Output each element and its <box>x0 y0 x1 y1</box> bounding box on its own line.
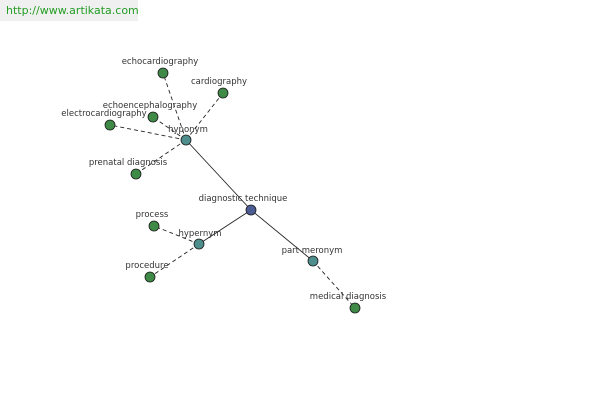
edge-hypernym-process <box>153 225 200 245</box>
label-process[interactable]: process <box>136 210 169 220</box>
label-diagnostic-technique[interactable]: diagnostic technique <box>199 194 288 204</box>
label-cardiography[interactable]: cardiography <box>191 77 247 87</box>
node-echocardiography[interactable] <box>157 67 169 79</box>
edge-center-part-meronym <box>250 209 314 262</box>
label-medical-diagnosis[interactable]: medical diagnosis <box>310 292 387 302</box>
node-hypernym[interactable] <box>193 238 205 250</box>
source-url-label[interactable]: http://www.artikata.com <box>0 0 139 21</box>
label-hyponym[interactable]: hyponym <box>168 125 208 135</box>
node-part-meronym[interactable] <box>307 255 319 267</box>
edge-part-meronym-medical-diagnosis <box>312 260 356 309</box>
label-prenatal-diagnosis[interactable]: prenatal diagnosis <box>89 158 168 168</box>
node-prenatal-diagnosis[interactable] <box>130 168 142 180</box>
graph-nodes <box>104 67 361 314</box>
label-echoencephalography[interactable]: echoencephalography <box>103 101 197 111</box>
edge-hyponym-electrocardiography <box>109 124 187 141</box>
node-cardiography[interactable] <box>217 87 229 99</box>
node-process[interactable] <box>148 220 160 232</box>
node-medical-diagnosis[interactable] <box>349 302 361 314</box>
label-hypernym[interactable]: hypernym <box>178 229 221 239</box>
node-electrocardiography[interactable] <box>104 119 116 131</box>
graph-edges <box>109 72 356 309</box>
label-procedure[interactable]: procedure <box>125 261 168 271</box>
label-echocardiography[interactable]: echocardiography <box>122 57 199 67</box>
node-echoencephalography[interactable] <box>147 111 159 123</box>
edge-hyponym-cardiography <box>185 92 224 141</box>
edge-center-hyponym <box>185 139 252 211</box>
graph-labels: diagnostic technique hyponym hypernym pa… <box>61 57 386 302</box>
edge-hyponym-prenatal-diagnosis <box>135 139 187 175</box>
edge-hypernym-procedure <box>149 243 200 278</box>
node-hyponym[interactable] <box>180 134 192 146</box>
label-part-meronym[interactable]: part meronym <box>282 246 343 256</box>
node-procedure[interactable] <box>144 271 156 283</box>
label-electrocardiography[interactable]: electrocardiography <box>61 109 146 119</box>
node-diagnostic-technique[interactable] <box>245 204 257 216</box>
edge-hyponym-echocardiography <box>162 72 187 141</box>
edge-center-hypernym <box>198 209 252 245</box>
